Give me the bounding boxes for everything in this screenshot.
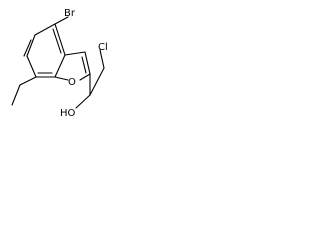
bond-ethyl-ch3 <box>11 84 21 106</box>
bond-c7-ethyl <box>19 76 37 86</box>
benzene-ring <box>23 23 66 78</box>
bond-c3-c2-inner <box>81 56 87 74</box>
hydroxyl-label: HO <box>60 108 76 119</box>
bromine-label: Br <box>64 8 76 19</box>
molecule-drawing: Br O Cl HO <box>11 8 108 119</box>
bond-c3a-c3 <box>64 51 86 56</box>
bond-c4-c5 <box>34 23 56 36</box>
bond-c2-o1 <box>79 73 91 81</box>
bond-c5-c6 <box>26 34 36 57</box>
ring-oxygen-label: O <box>68 77 76 88</box>
chlorine-label: Cl <box>98 42 108 53</box>
bond-c3a-c4 <box>54 23 66 56</box>
bond-c6-c7 <box>26 55 37 78</box>
bond-c5-c6-inner <box>23 39 32 57</box>
bond-ch2-cl <box>99 49 105 69</box>
furan-ring <box>54 51 91 81</box>
bond-c3-c2 <box>84 51 91 75</box>
bond-c7a-c3a <box>54 54 66 78</box>
bond-c5-br <box>54 16 69 25</box>
bond-c3a-c4-inner <box>52 28 62 54</box>
chemical-structure-diagram: Br O Cl HO <box>0 0 124 128</box>
bond-o1-c7a <box>54 76 69 81</box>
bond-chiral-carbon-oh <box>75 94 91 109</box>
bond-chiral-carbon-ch2 <box>89 67 105 96</box>
